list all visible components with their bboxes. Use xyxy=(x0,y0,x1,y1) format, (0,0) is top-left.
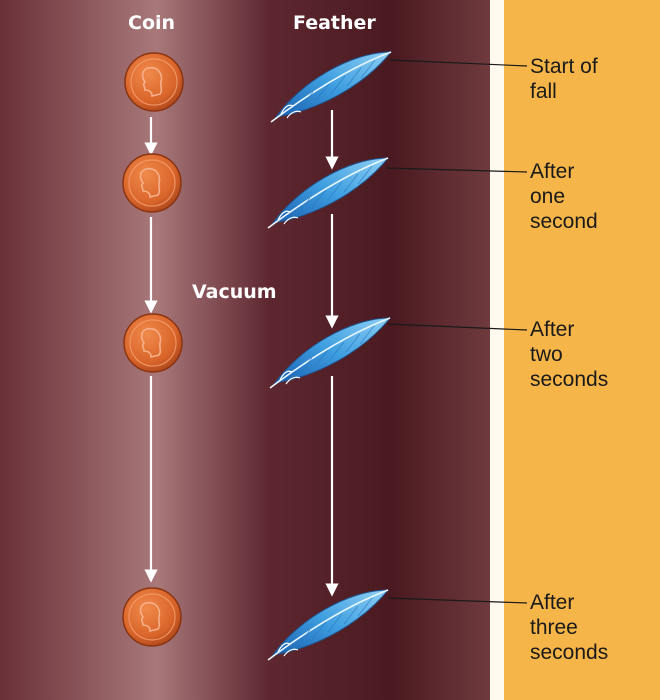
time-label-line: one xyxy=(530,185,566,208)
leader-line-two xyxy=(387,323,528,331)
time-label-line: seconds xyxy=(530,368,609,391)
time-label-line: After xyxy=(530,318,575,341)
coin-icon xyxy=(122,587,182,647)
time-label-three-seconds: After three seconds xyxy=(530,590,608,665)
coin-icon xyxy=(122,153,182,213)
coin-icon xyxy=(123,313,183,373)
time-label-line: two xyxy=(530,343,563,366)
leader-lines xyxy=(385,59,528,604)
time-label-start: Start of fall xyxy=(530,54,598,104)
time-label-line: fall xyxy=(530,80,557,103)
side-panel xyxy=(504,0,660,700)
time-label-one-second: After one second xyxy=(530,159,598,234)
tube-glass-edge xyxy=(490,0,504,700)
feather-label: Feather xyxy=(293,12,376,34)
time-label-line: three xyxy=(530,616,578,639)
leader-line-one xyxy=(385,167,528,173)
vacuum-label: Vacuum xyxy=(192,281,277,303)
coin-label: Coin xyxy=(128,12,176,34)
coin-icon xyxy=(124,52,184,112)
time-label-line: seconds xyxy=(530,641,609,664)
leader-line-three xyxy=(387,597,528,604)
vacuum-tube xyxy=(0,0,490,700)
time-label-line: After xyxy=(530,591,575,614)
time-label-line: After xyxy=(530,160,575,183)
time-label-line: second xyxy=(530,210,598,233)
time-label-two-seconds: After two seconds xyxy=(530,317,608,392)
leader-line-start xyxy=(389,59,528,67)
time-label-line: Start of xyxy=(530,55,598,78)
